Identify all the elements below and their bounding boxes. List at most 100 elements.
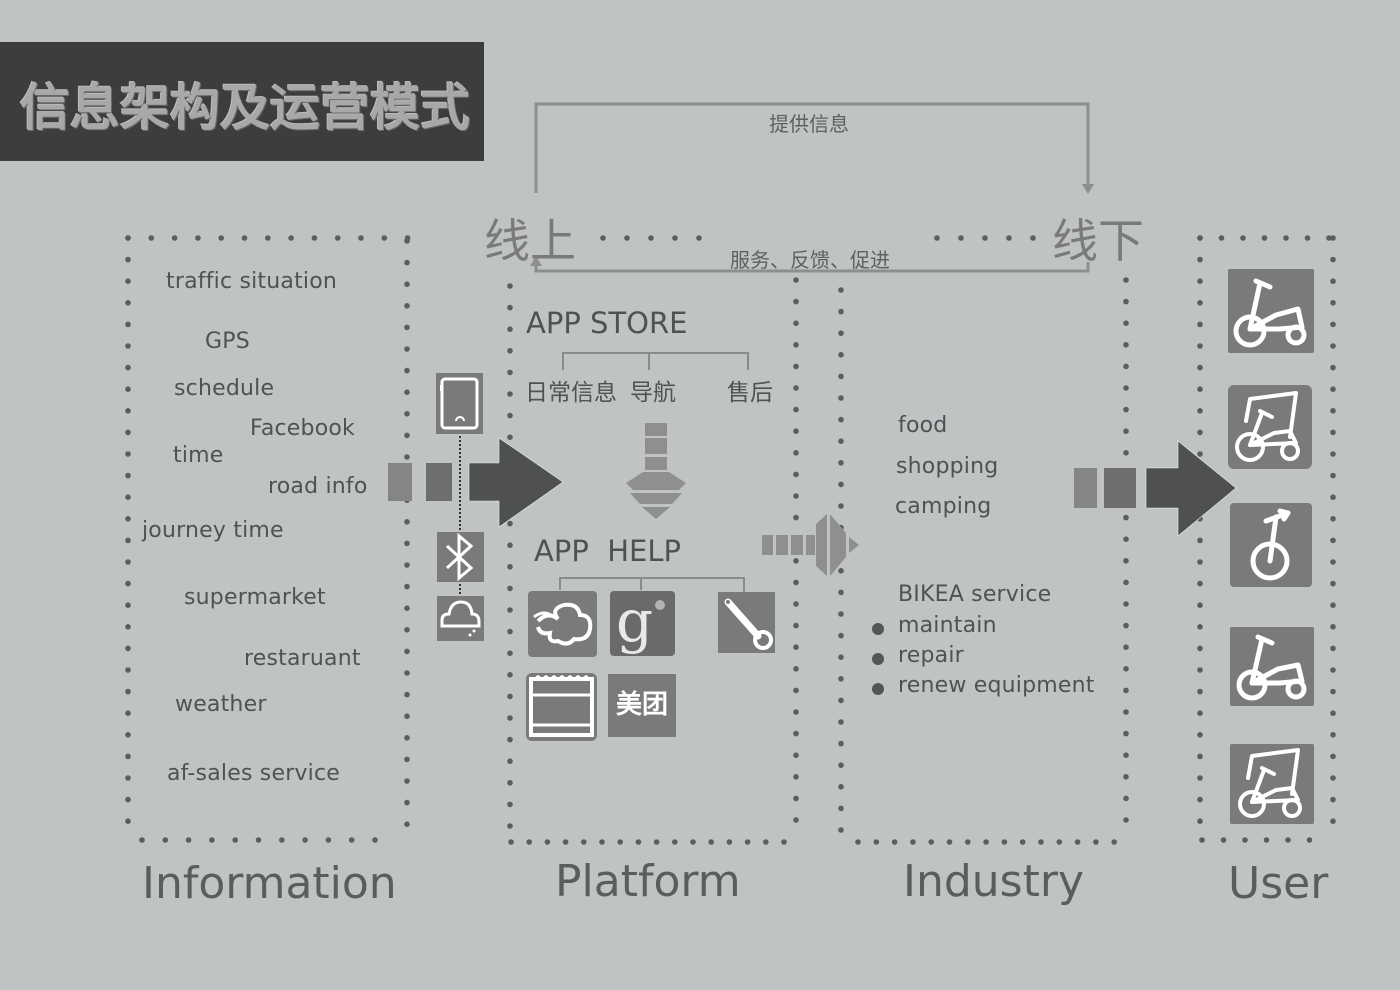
google-app-icon[interactable]: g <box>610 591 675 656</box>
frame-dot <box>218 235 224 241</box>
frame-dot <box>1330 602 1336 608</box>
frame-dot <box>404 519 410 525</box>
frame-dot <box>1197 386 1203 393</box>
bullet-icon <box>872 683 884 695</box>
frame-dot <box>404 303 410 309</box>
info-item: af-sales service <box>167 761 341 786</box>
frame-dot <box>404 432 410 439</box>
frame-dot <box>255 837 262 843</box>
app-store-tree <box>562 352 749 370</box>
frame-dot <box>793 644 799 650</box>
frame-dot <box>1197 624 1203 630</box>
frame-dot <box>1197 408 1203 414</box>
offline-label: 线下 <box>1052 214 1144 268</box>
frame-dot <box>302 837 308 843</box>
frame-dot <box>1330 408 1336 414</box>
frame-dot <box>544 839 551 845</box>
frame-dot <box>1330 775 1336 781</box>
frame-dot <box>1197 559 1203 565</box>
frame-dot <box>507 564 513 570</box>
unicycle-icon[interactable] <box>1230 503 1312 587</box>
frame-dot <box>162 837 169 843</box>
frame-dot <box>1197 364 1203 371</box>
frame-dot <box>648 235 654 241</box>
frame-dot <box>404 648 410 655</box>
frame-dot <box>404 367 410 374</box>
frame-dot <box>125 537 131 544</box>
folding-bike-icon[interactable] <box>1230 627 1314 706</box>
frame-dot <box>1123 644 1129 650</box>
frame-dot <box>1197 753 1203 760</box>
frame-dot <box>1197 796 1203 803</box>
frame-dot <box>125 710 131 716</box>
frame-dot <box>507 607 513 613</box>
canopy-bike-icon[interactable] <box>1228 385 1312 469</box>
frame-dot <box>838 524 844 531</box>
calendar-app-icon[interactable] <box>526 673 597 741</box>
frame-dot <box>404 778 410 784</box>
frame-dot <box>125 300 131 306</box>
frame-dot <box>404 605 410 611</box>
frame-dot <box>891 839 898 845</box>
frame-dot <box>838 827 844 833</box>
app-store-branch-after-sales: 售后 <box>727 380 773 406</box>
weather-cloud-app-icon[interactable] <box>528 591 597 657</box>
frame-dot <box>1197 235 1203 241</box>
frame-dot <box>507 693 513 700</box>
meituan-app-icon[interactable]: 美团 <box>608 674 676 737</box>
industry-to-user-arrow <box>1074 440 1237 537</box>
folding-bike-icon[interactable] <box>1228 269 1314 353</box>
frame-dot <box>1330 235 1336 241</box>
bikea-service-title: BIKEA service <box>898 582 1052 607</box>
frame-dot <box>1123 277 1129 283</box>
frame-dot <box>793 428 799 435</box>
frame-dot <box>1220 837 1227 843</box>
frame-dot <box>1001 839 1008 845</box>
frame-dot <box>1123 558 1129 564</box>
frame-dot <box>404 235 411 241</box>
frame-dot <box>125 364 131 371</box>
frame-dot <box>125 516 131 522</box>
frame-dot <box>838 676 844 682</box>
frame-dot <box>125 343 131 349</box>
frame-dot <box>507 499 513 505</box>
frame-dot <box>793 406 799 413</box>
frame-dot <box>838 352 844 358</box>
frame-dot <box>838 697 844 704</box>
frame-dot <box>1056 839 1063 845</box>
frame-dot <box>1330 753 1336 760</box>
online-label: 线上 <box>484 214 576 268</box>
frame-dot <box>125 321 131 328</box>
frame-dot <box>1197 775 1203 781</box>
frame-dot <box>279 837 285 843</box>
frame-dot <box>1123 687 1129 694</box>
frame-dot <box>1304 235 1311 241</box>
title-banner <box>0 42 484 161</box>
frame-dot <box>209 837 215 843</box>
frame-dot <box>265 235 271 241</box>
info-to-platform-arrow <box>388 437 564 528</box>
info-item: journey time <box>142 518 284 543</box>
canopy-bike-icon[interactable] <box>1230 744 1314 824</box>
frame-dot <box>690 839 696 845</box>
frame-dot <box>148 235 155 241</box>
frame-dot <box>793 795 799 802</box>
frame-dot <box>288 235 294 241</box>
frame-dot <box>838 438 844 445</box>
frame-dot <box>793 666 799 672</box>
frame-dot <box>1074 839 1081 845</box>
frame-dot <box>838 632 844 639</box>
frame-dot <box>404 497 410 504</box>
frame-dot <box>838 719 844 725</box>
frame-dot <box>793 298 799 305</box>
frame-dot <box>696 235 702 241</box>
frame-dot <box>404 691 410 698</box>
frame-dot <box>507 715 513 721</box>
frame-dot <box>838 287 844 293</box>
frame-dot <box>404 627 410 633</box>
frame-dot <box>562 839 569 845</box>
service-bullet-repair: repair <box>898 643 964 668</box>
frame-dot <box>195 235 201 241</box>
wrench-app-icon[interactable] <box>718 592 775 653</box>
frame-dot <box>928 839 934 845</box>
